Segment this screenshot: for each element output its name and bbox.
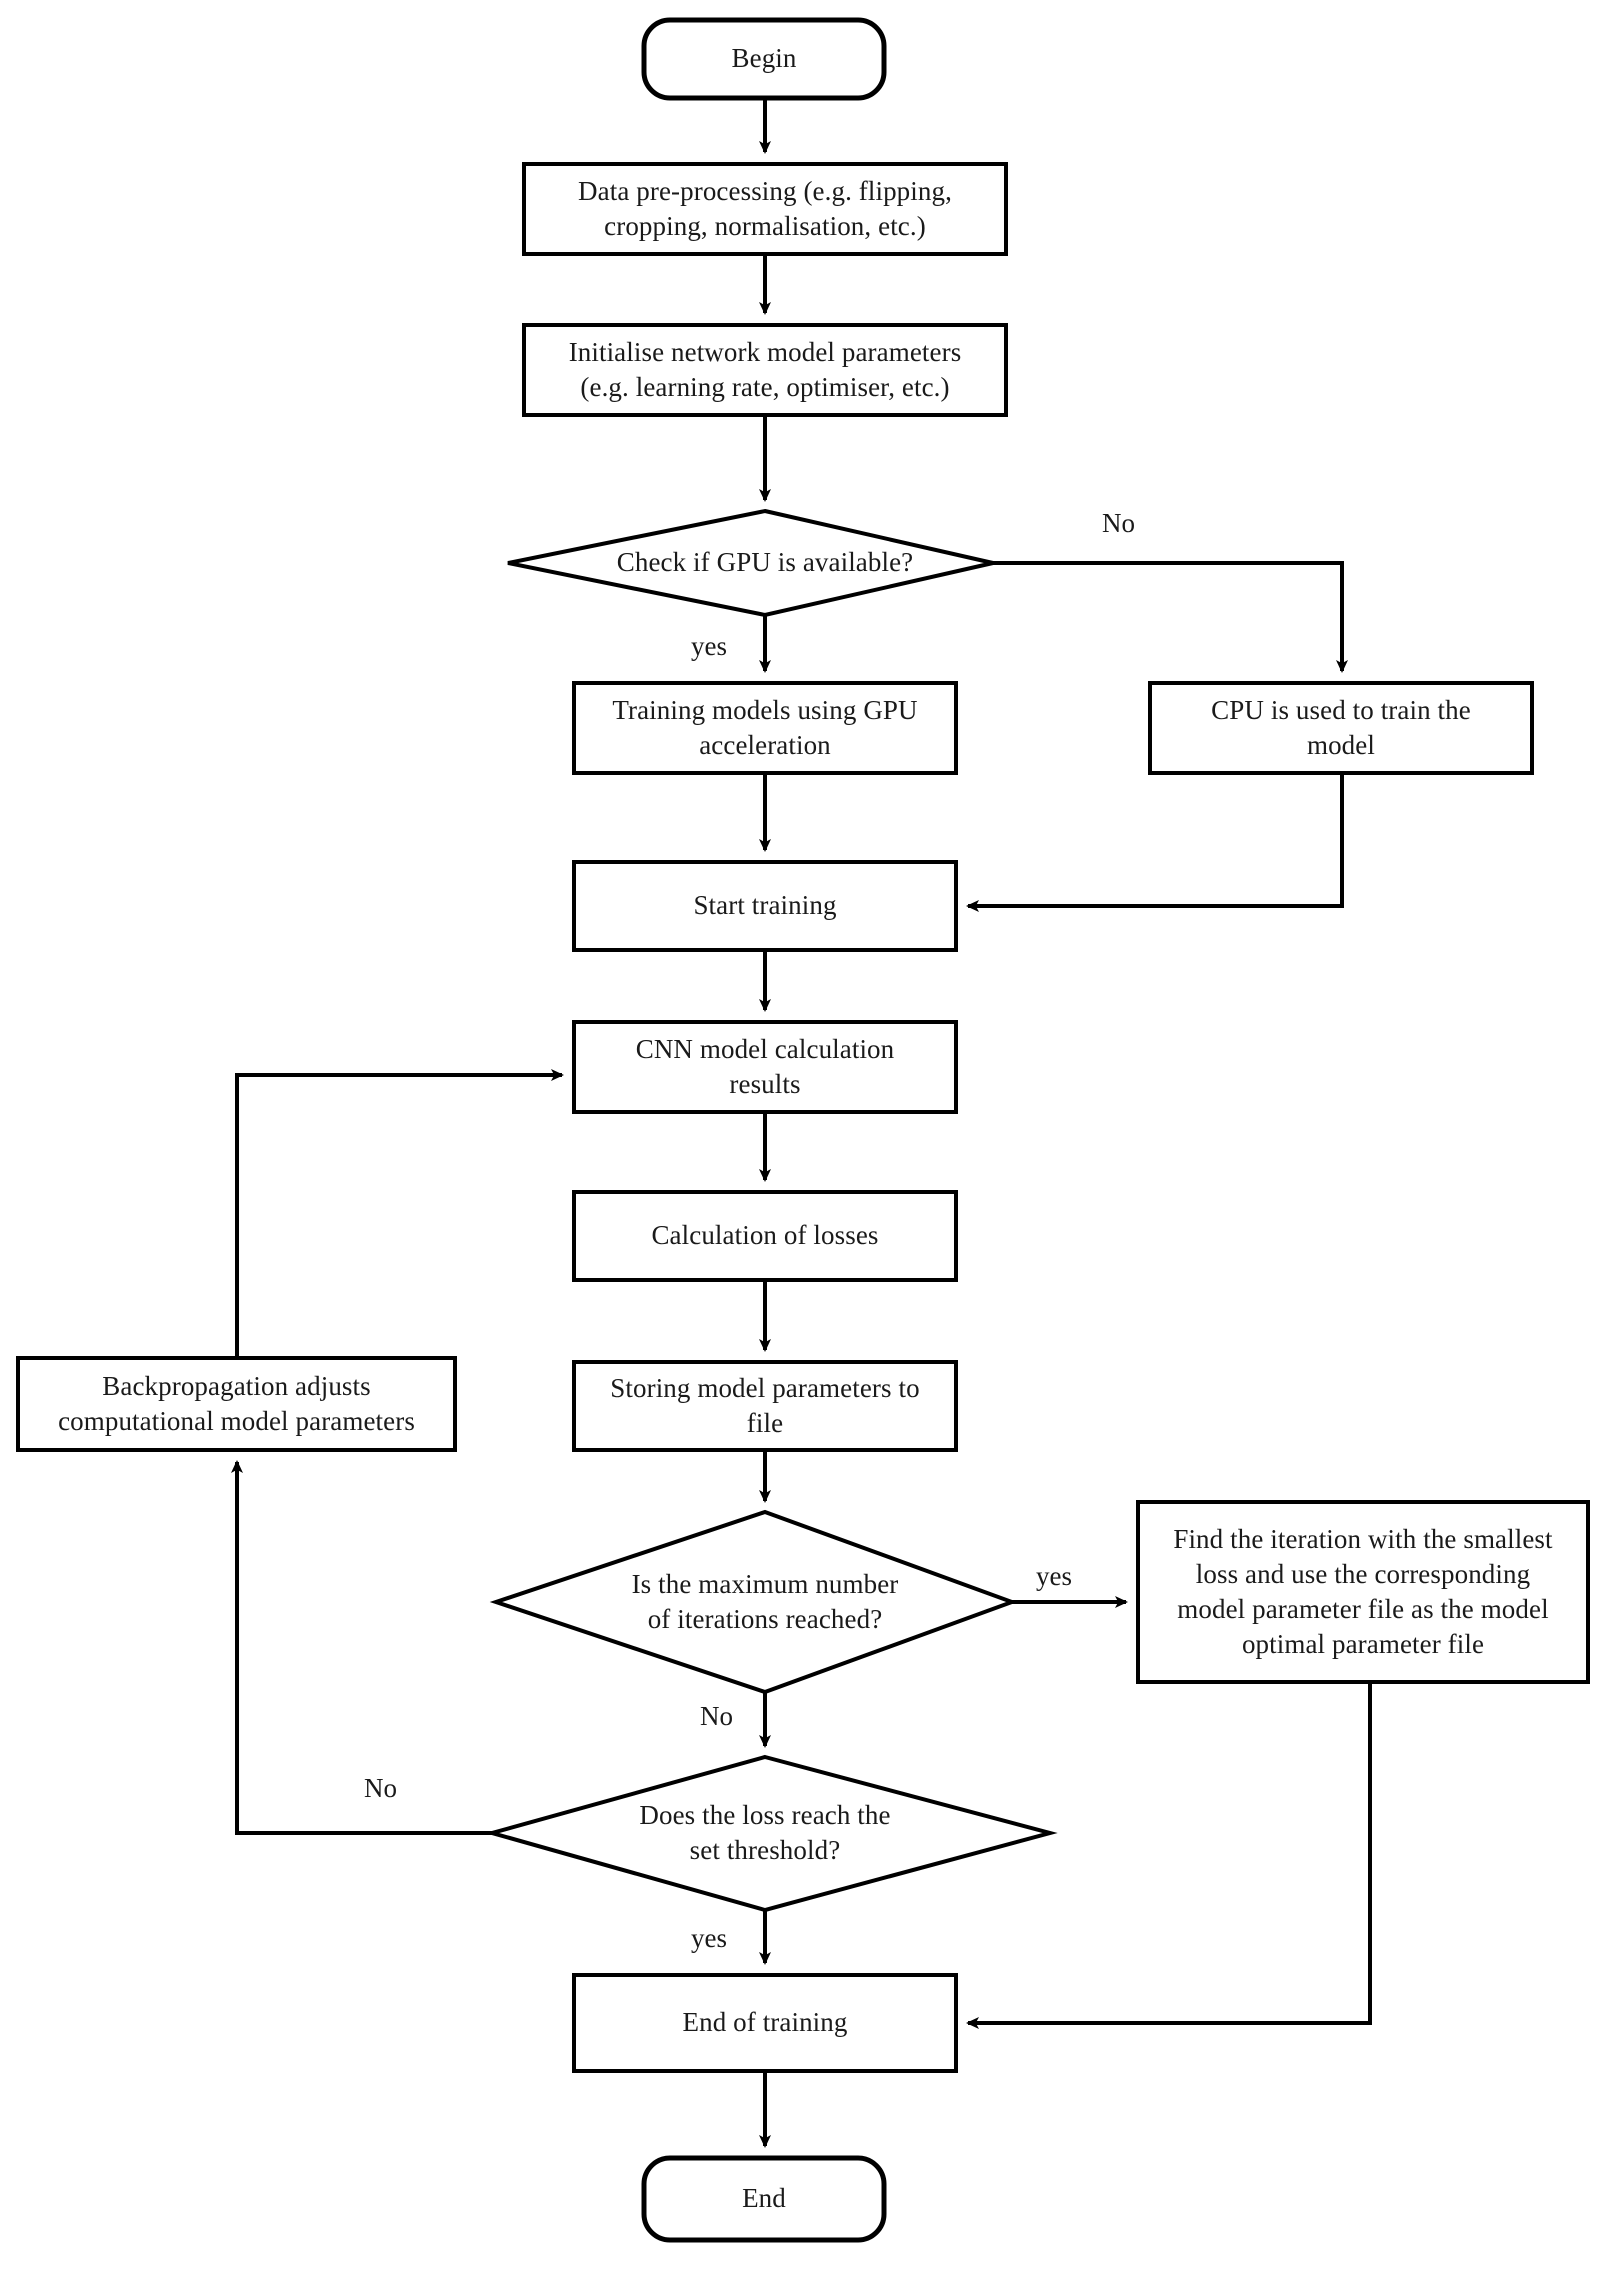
shape-store-params[interactable] xyxy=(572,1360,958,1452)
edge-label-iterations-yes: yes xyxy=(1036,1561,1072,1591)
shape-cnn-results[interactable] xyxy=(572,1020,958,1114)
shape-find-best[interactable] xyxy=(1136,1500,1590,1684)
shape-end-training[interactable] xyxy=(572,1973,958,2073)
shape-calc-losses[interactable] xyxy=(572,1190,958,1282)
edge-check-gpu-no-to-train-cpu xyxy=(993,561,1348,673)
edge-find-best-to-end-training xyxy=(966,1682,1372,2029)
shape-start-training[interactable] xyxy=(572,860,958,952)
edge-label-gpu-yes: yes xyxy=(691,631,727,661)
shape-train-gpu[interactable] xyxy=(572,681,958,775)
edge-label-gpu-no: No xyxy=(1102,508,1135,538)
shape-preprocessing[interactable] xyxy=(522,162,1008,256)
edge-label-threshold-no: No xyxy=(364,1773,397,1803)
shape-check-gpu[interactable] xyxy=(507,508,994,618)
shape-initialise[interactable] xyxy=(522,323,1008,417)
edge-label-iterations-no: No xyxy=(700,1701,733,1731)
edge-backprop-to-cnn-results xyxy=(235,1069,564,1358)
shape-max-iterations[interactable] xyxy=(489,1509,1018,1695)
shape-backprop[interactable] xyxy=(16,1356,457,1452)
shape-train-cpu[interactable] xyxy=(1148,681,1534,775)
edge-loss-threshold-no-to-backprop xyxy=(231,1460,492,1835)
edge-train-cpu-to-start-training xyxy=(966,773,1344,912)
shape-end[interactable] xyxy=(641,2155,887,2243)
shape-begin[interactable] xyxy=(641,17,887,101)
shape-loss-threshold[interactable] xyxy=(484,1754,1058,1913)
edge-label-threshold-yes: yes xyxy=(691,1923,727,1953)
